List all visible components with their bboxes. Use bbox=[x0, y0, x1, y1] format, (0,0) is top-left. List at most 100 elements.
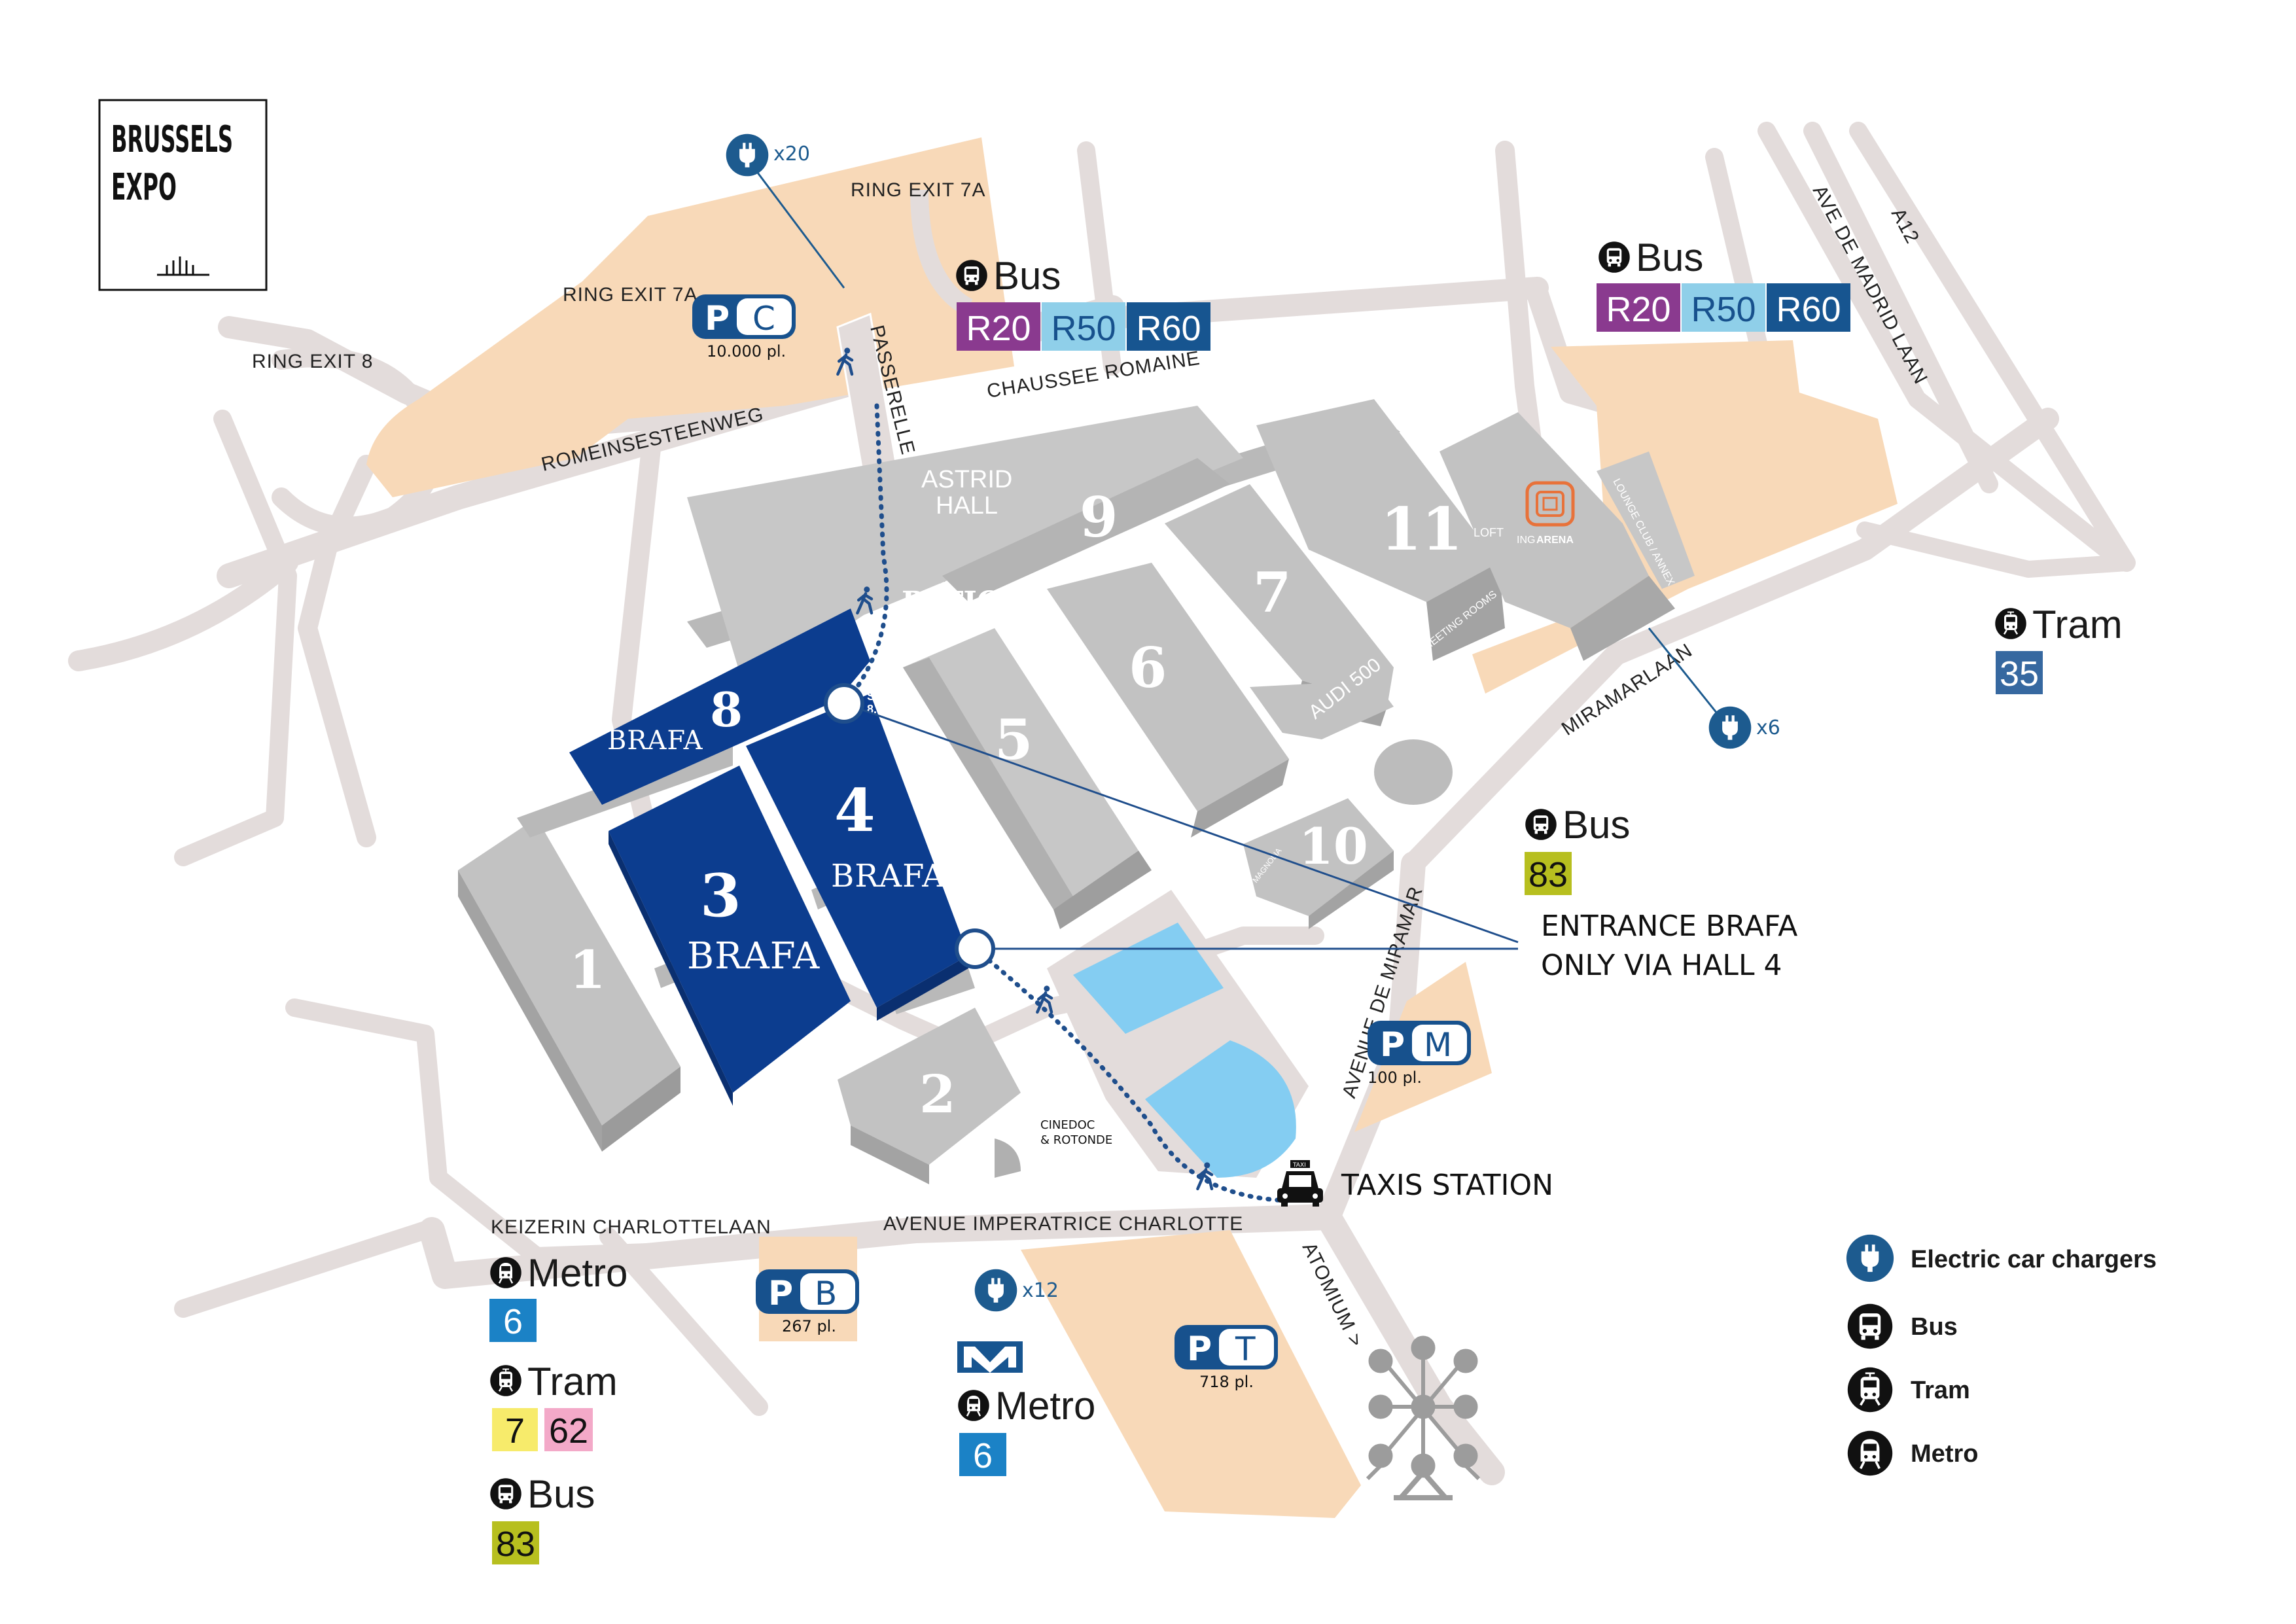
bus-left-line-83: 83 bbox=[496, 1525, 535, 1564]
logo-line-2: EXPO bbox=[111, 166, 177, 209]
taxi-station[interactable]: TAXI TAXIS STATION bbox=[1277, 1160, 1553, 1207]
bus-right-title: Bus bbox=[1636, 236, 1703, 279]
charger-icon bbox=[1846, 1234, 1894, 1282]
pond-bottom bbox=[1145, 1040, 1296, 1178]
metro-icon bbox=[1846, 1430, 1894, 1477]
map-legend: Electric car chargers Bus Tram Metro bbox=[1846, 1234, 2157, 1477]
astrid-hall-label: HALL bbox=[936, 492, 998, 520]
metro-left-line-6-badge[interactable] bbox=[489, 1299, 537, 1342]
bus-right-line-r20: R20 bbox=[1606, 290, 1670, 329]
hall-2-label: 2 bbox=[919, 1063, 956, 1125]
bus-top-line-r20-badge[interactable] bbox=[957, 302, 1040, 351]
bus-top-line-r50-badge[interactable] bbox=[1042, 302, 1125, 351]
water-park bbox=[1047, 890, 1309, 1178]
bus-icon bbox=[490, 1478, 521, 1509]
metro-icon bbox=[489, 1256, 522, 1289]
ring-exit-8-label: RING EXIT 8 bbox=[252, 351, 374, 372]
taxi-sign: TAXI bbox=[1292, 1162, 1306, 1169]
brussels-expo-logo[interactable]: BRUSSELS EXPO bbox=[98, 99, 268, 291]
bus-icon bbox=[1525, 809, 1557, 840]
tram-left-line-62-badge[interactable] bbox=[544, 1408, 593, 1451]
bus-right-line-r60-badge[interactable] bbox=[1767, 283, 1850, 332]
pond-top bbox=[1073, 923, 1224, 1034]
bus-right-line-r50-badge[interactable] bbox=[1682, 283, 1765, 332]
charger-marker-top[interactable]: x20 bbox=[726, 133, 810, 177]
round-building bbox=[1374, 739, 1453, 805]
legend-chargers: Electric car chargers bbox=[1846, 1234, 2157, 1282]
hall-3-brafa-label: BRAFA bbox=[687, 935, 820, 978]
entrance-marker-hall-4[interactable] bbox=[955, 928, 995, 969]
hall-5-label: 5 bbox=[995, 707, 1033, 772]
legend-metro: Metro bbox=[1846, 1430, 1978, 1477]
hall-4-label: 4 bbox=[834, 776, 875, 845]
bus-top-line-r50: R50 bbox=[1051, 309, 1116, 348]
legend-bus-label: Bus bbox=[1911, 1313, 1958, 1341]
tram-left-line-7-badge[interactable] bbox=[492, 1408, 538, 1451]
transit-metro-mid: Metro 6 bbox=[957, 1341, 1095, 1476]
legend-tram-label: Tram bbox=[1911, 1377, 1970, 1404]
bus-mid-title: Bus bbox=[1563, 803, 1630, 847]
hall-8-brafa bbox=[569, 609, 870, 805]
charger-count-right: x6 bbox=[1756, 716, 1780, 739]
bus-left-title: Bus bbox=[527, 1472, 595, 1516]
hall-10-building bbox=[1243, 798, 1394, 916]
parking-m-letter: M bbox=[1424, 1026, 1452, 1064]
parking-badge-t[interactable]: P T 718 pl. bbox=[1174, 1325, 1278, 1391]
legend-bus: Bus bbox=[1847, 1303, 1958, 1349]
entrance-line-2: ONLY VIA HALL 4 bbox=[1541, 949, 1782, 982]
parking-t-letter: T bbox=[1235, 1330, 1256, 1368]
hall-4-brafa-label: BRAFA bbox=[831, 858, 945, 894]
parking-b-capacity: 267 pl. bbox=[782, 1317, 836, 1335]
bus-mid-line-83-badge[interactable] bbox=[1525, 852, 1572, 895]
hall-11-building bbox=[1256, 399, 1498, 602]
charger-marker-bottom[interactable]: x12 bbox=[974, 1269, 1059, 1312]
hall-8-label: 8 bbox=[710, 682, 743, 737]
transit-bus-top: Bus R20 R50 R60 bbox=[956, 254, 1210, 351]
bus-right-line-r20-badge[interactable] bbox=[1597, 283, 1680, 332]
metro-left-line-6: 6 bbox=[503, 1302, 523, 1341]
sat-679-label: SAT bbox=[1148, 538, 1171, 551]
metro-mid-line-6: 6 bbox=[973, 1436, 993, 1475]
tram-right-line-35-badge[interactable] bbox=[1996, 651, 2043, 694]
ing-arena-icon bbox=[1525, 481, 1575, 527]
hall-10-label: 10 bbox=[1299, 817, 1368, 875]
parking-area-t bbox=[1021, 1230, 1361, 1518]
bus-top-line-r60-badge[interactable] bbox=[1127, 302, 1210, 351]
legend-tram: Tram bbox=[1846, 1366, 1970, 1413]
hall-6-label: 6 bbox=[1129, 635, 1167, 700]
bus-icon bbox=[1847, 1303, 1893, 1349]
hall-7-building bbox=[1165, 484, 1394, 707]
charger-icon bbox=[726, 133, 769, 177]
parking-badge-b[interactable]: P B 267 pl. bbox=[756, 1269, 859, 1335]
hall-9-label: 9 bbox=[1080, 485, 1118, 550]
charger-count-bottom: x12 bbox=[1022, 1279, 1059, 1302]
parking-badge-m[interactable]: P M 100 pl. bbox=[1368, 1021, 1471, 1087]
tram-right-title: Tram bbox=[2032, 603, 2123, 646]
parking-b-p: P bbox=[768, 1274, 793, 1313]
transit-tram-left: Tram 7 62 bbox=[489, 1360, 618, 1451]
transit-tram-right: Tram 35 bbox=[1994, 603, 2123, 694]
tram-right-line-35: 35 bbox=[2000, 654, 2039, 694]
parking-m-capacity: 100 pl. bbox=[1368, 1068, 1422, 1087]
entrance-marker-hall-8[interactable] bbox=[824, 683, 864, 724]
atomium-icon bbox=[1366, 1335, 1481, 1500]
parking-t-capacity: 718 pl. bbox=[1199, 1373, 1254, 1391]
parking-b-letter: B bbox=[815, 1275, 837, 1313]
patio-label: PATIO bbox=[902, 586, 1002, 619]
parking-c-letter: C bbox=[752, 300, 775, 338]
hall-1-label: 1 bbox=[569, 939, 606, 1000]
bus-right-line-r60: R60 bbox=[1776, 290, 1841, 329]
metro-mid-line-6-badge[interactable] bbox=[959, 1433, 1006, 1476]
charger-marker-right[interactable]: x6 bbox=[1708, 706, 1780, 749]
metro-left-title: Metro bbox=[527, 1251, 627, 1295]
bus-icon bbox=[956, 260, 987, 291]
walking-routes bbox=[855, 403, 1292, 1203]
bus-left-line-83-badge[interactable] bbox=[492, 1521, 539, 1564]
sat-679-num: 6.7.9 bbox=[1145, 551, 1171, 564]
parking-badge-c[interactable]: P C 10.000 pl. bbox=[692, 294, 796, 361]
cinedoc-label: CINEDOC bbox=[1040, 1118, 1095, 1132]
transit-metro-left: Metro 6 bbox=[489, 1251, 627, 1342]
bus-top-line-r20: R20 bbox=[966, 309, 1031, 348]
taxi-icon: TAXI bbox=[1277, 1160, 1323, 1207]
